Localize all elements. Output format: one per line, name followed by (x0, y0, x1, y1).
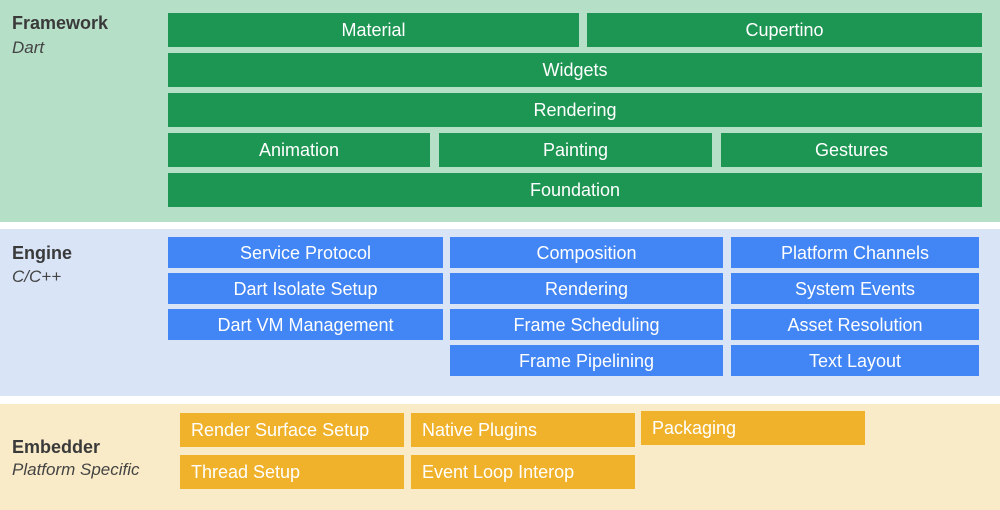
embedder-subtitle: Platform Specific (12, 460, 140, 479)
engine-box-asset-resolution: Asset Resolution (731, 309, 979, 340)
engine-box-system-events: System Events (731, 273, 979, 304)
embedder-box-native-plugins: Native Plugins (411, 413, 635, 447)
engine-title: Engine (12, 243, 73, 263)
engine-box-text-layout: Text Layout (731, 345, 979, 376)
framework-box-cupertino: Cupertino (587, 13, 982, 47)
embedder-layer: Embedder Platform Specific Render Surfac… (0, 404, 1000, 510)
embedder-box-packaging: Packaging (641, 411, 865, 445)
engine-box-service-protocol: Service Protocol (168, 237, 443, 268)
framework-box-foundation: Foundation (168, 173, 982, 207)
engine-box-platform-channels: Platform Channels (731, 237, 979, 268)
engine-box-composition: Composition (450, 237, 723, 268)
framework-box-rendering: Rendering (168, 93, 982, 127)
engine-box-dart-isolate-setup: Dart Isolate Setup (168, 273, 443, 304)
framework-subtitle: Dart (12, 38, 45, 57)
framework-box-widgets: Widgets (168, 53, 982, 87)
embedder-box-render-surface-setup: Render Surface Setup (180, 413, 404, 447)
engine-box-rendering: Rendering (450, 273, 723, 304)
framework-box-painting: Painting (439, 133, 712, 167)
framework-box-animation: Animation (168, 133, 430, 167)
engine-box-frame-scheduling: Frame Scheduling (450, 309, 723, 340)
engine-box-frame-pipelining: Frame Pipelining (450, 345, 723, 376)
engine-layer: Engine C/C++ Service Protocol Dart Isola… (0, 229, 1000, 396)
engine-subtitle: C/C++ (12, 267, 62, 286)
embedder-title: Embedder (12, 437, 101, 457)
embedder-box-event-loop-interop: Event Loop Interop (411, 455, 635, 489)
framework-box-material: Material (168, 13, 579, 47)
framework-title: Framework (12, 13, 109, 33)
embedder-box-thread-setup: Thread Setup (180, 455, 404, 489)
framework-layer: Framework Dart Material Cupertino Widget… (0, 0, 1000, 222)
engine-box-dart-vm-management: Dart VM Management (168, 309, 443, 340)
framework-box-gestures: Gestures (721, 133, 982, 167)
